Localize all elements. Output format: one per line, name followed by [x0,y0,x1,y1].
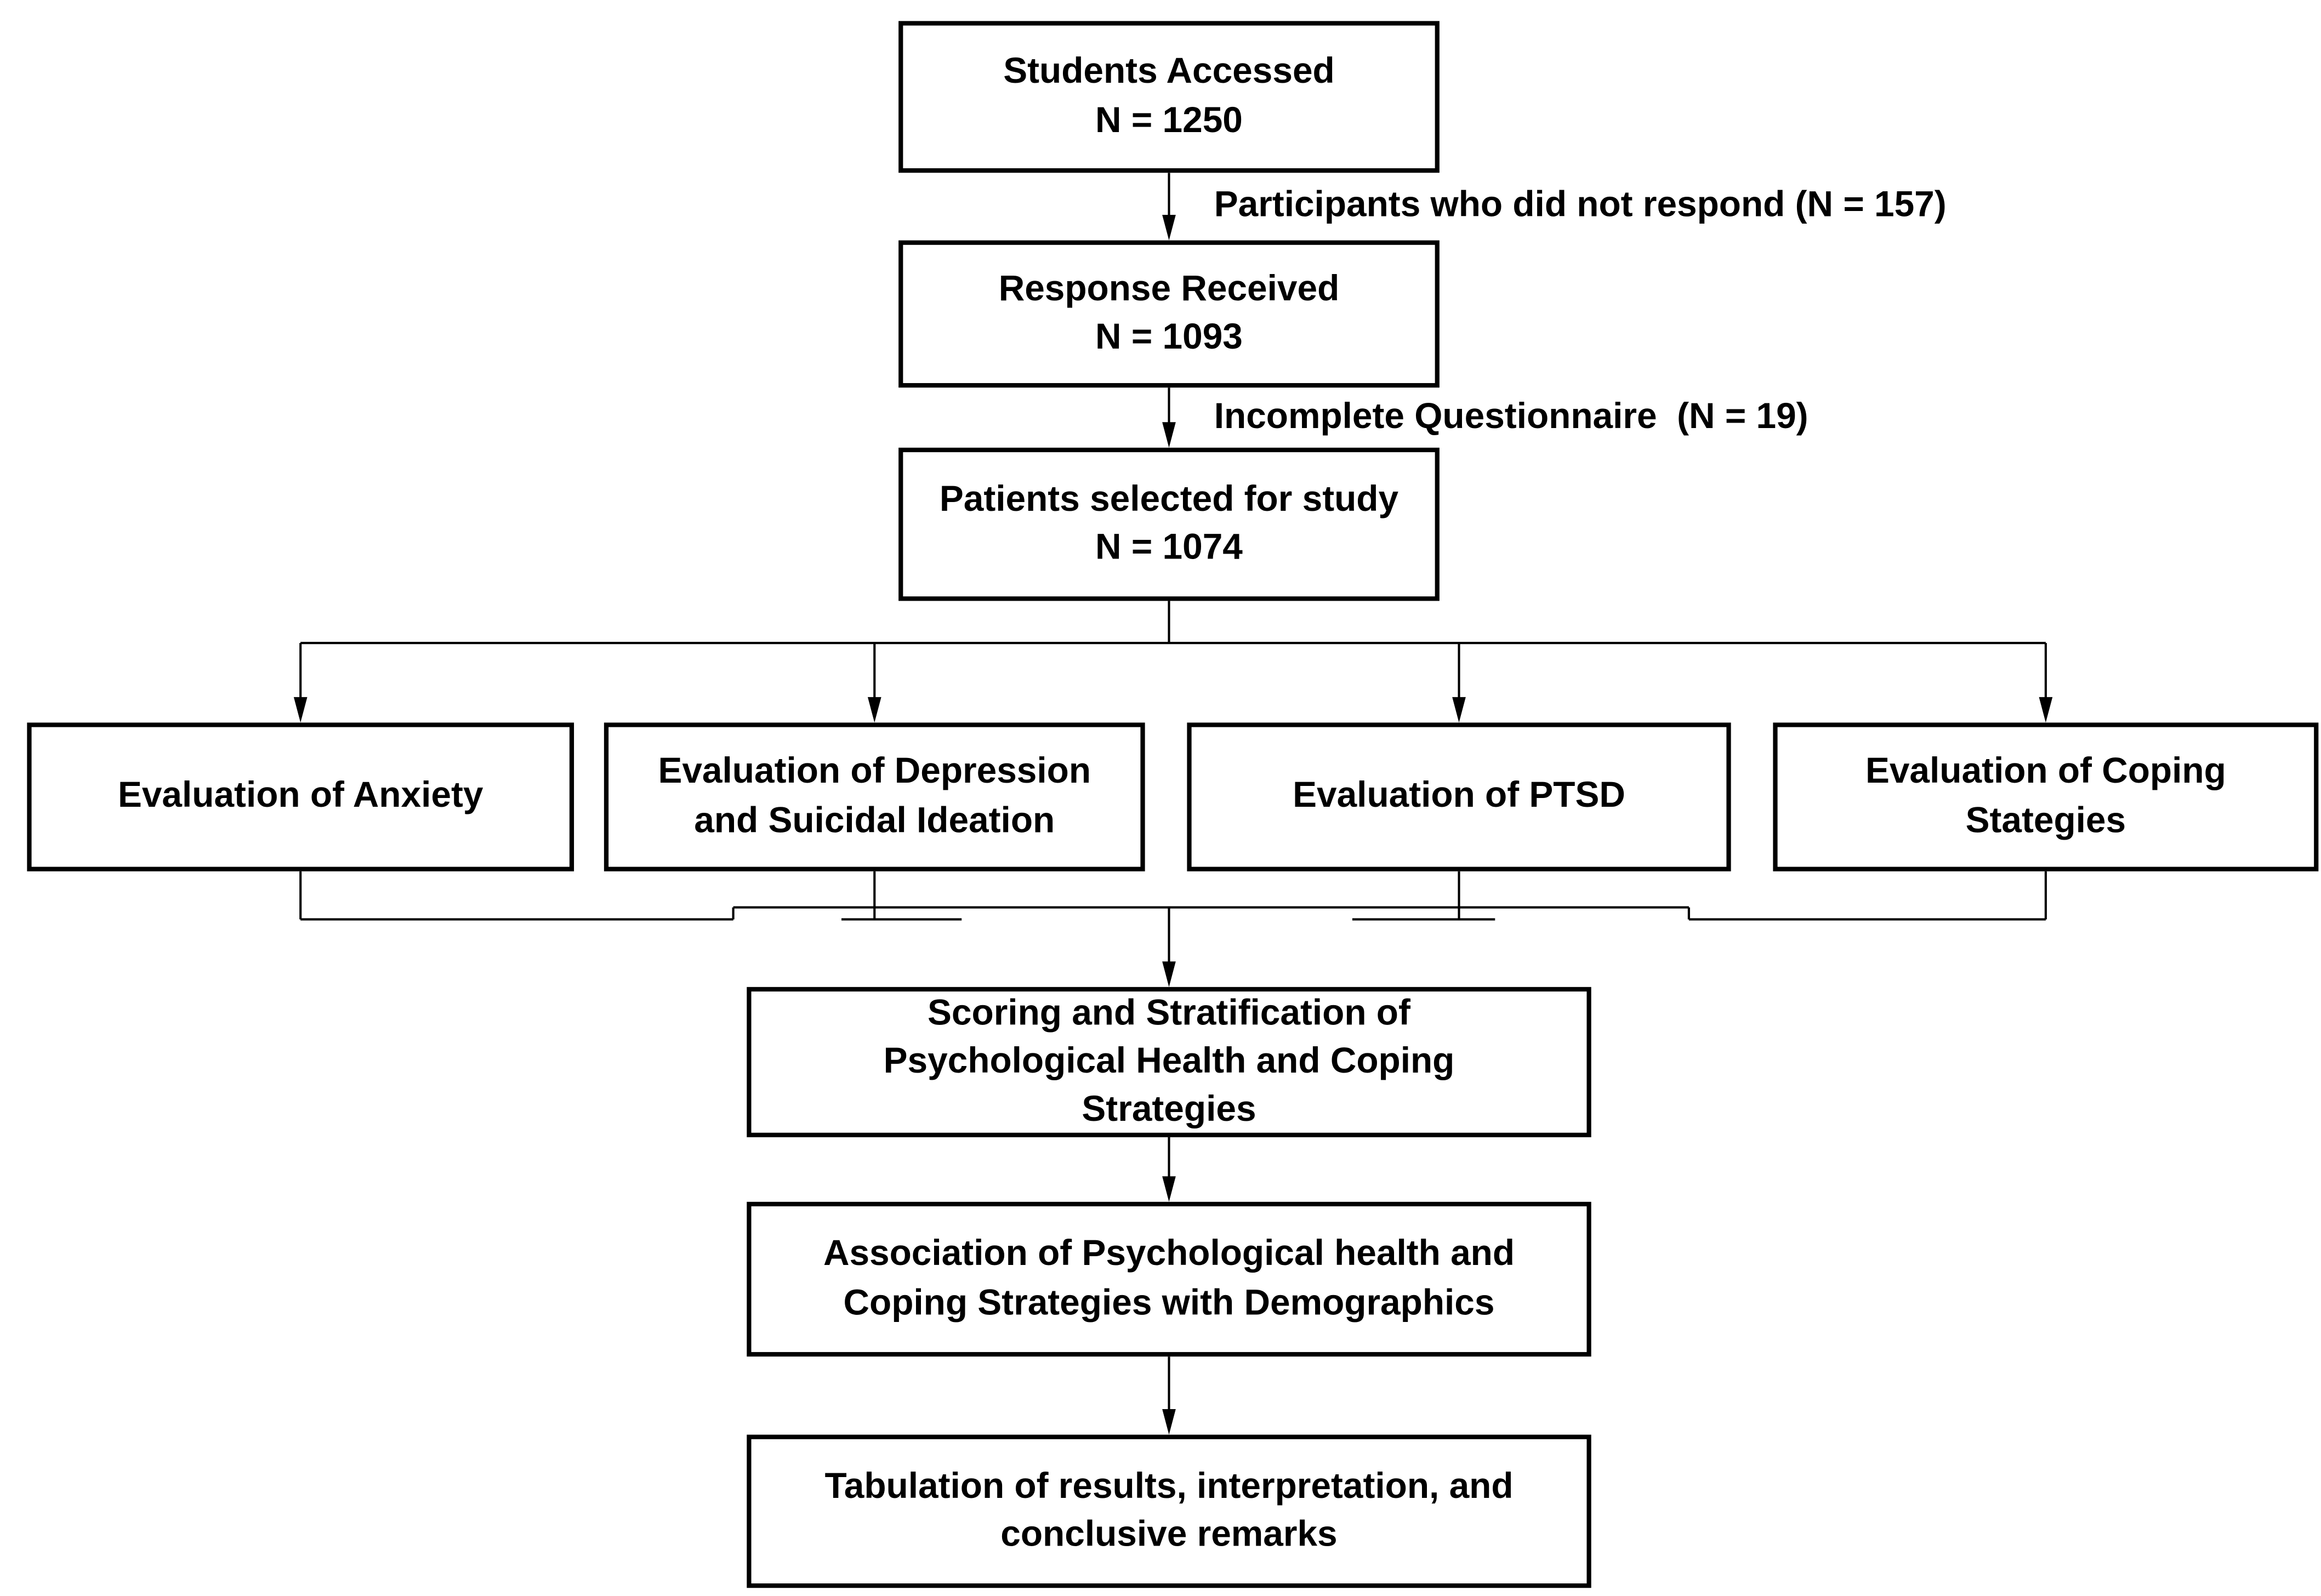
node-text-line: Scoring and Stratification of [928,993,1410,1034]
node-students-accessed: Students Accessed N = 1250 [898,21,1440,173]
node-text-line: Strategies [1082,1089,1256,1130]
arrow-response-to-patients [1162,387,1176,448]
node-text-line: Response Received [998,269,1340,310]
node-count-line: N = 1074 [1095,527,1243,568]
distribution-bus [293,601,2053,723]
exclusion-label-incomplete-questionnaire: Incomplete Questionnaire (N = 19) [1214,396,1808,437]
arrow-students-to-response [1162,173,1176,241]
node-response-received: Response Received N = 1093 [898,240,1440,388]
node-text-line: conclusive remarks [1000,1514,1338,1555]
node-text-line: Students Accessed [1003,52,1335,93]
node-tabulation-results: Tabulation of results, interpretation, a… [747,1434,1591,1588]
node-text-line: and Suicidal Ideation [694,800,1055,841]
node-text-line: Psychological Health and Coping [883,1041,1455,1082]
node-count-line: N = 1250 [1095,100,1243,141]
arrow-association-to-tabulation [1162,1356,1176,1435]
node-text-line: Association of Psychological health and [823,1234,1515,1275]
node-text-line: Evaluation of PTSD [1293,776,1625,817]
node-patients-selected: Patients selected for study N = 1074 [898,447,1440,601]
node-text-line: Evaluation of Anxiety [117,776,483,817]
arrow-collector-to-scoring [1162,907,1176,987]
node-evaluation-anxiety: Evaluation of Anxiety [27,722,574,871]
arrow-scoring-to-association [1162,1137,1176,1202]
node-evaluation-depression: Evaluation of Depression and Suicidal Id… [604,722,1145,871]
node-count-line: N = 1093 [1095,317,1243,358]
node-text-line: Evaluation of Depression [658,751,1091,793]
node-text-line: Evaluation of Coping [1865,751,2226,793]
node-evaluation-coping: Evaluation of Coping Stategies [1773,722,2319,871]
node-text-line: Tabulation of results, interpretation, a… [824,1466,1514,1507]
collector-bus [299,871,2047,921]
exclusion-label-no-response: Participants who did not respond (N = 15… [1214,185,1947,226]
node-association-demographics: Association of Psychological health and … [747,1201,1591,1357]
node-text-line: Stategies [1965,800,2126,841]
node-scoring-stratification: Scoring and Stratification of Psychologi… [747,987,1591,1137]
node-evaluation-ptsd: Evaluation of PTSD [1187,722,1731,871]
node-text-line: Patients selected for study [939,478,1399,520]
node-text-line: Coping Strategies with Demographics [843,1282,1495,1323]
